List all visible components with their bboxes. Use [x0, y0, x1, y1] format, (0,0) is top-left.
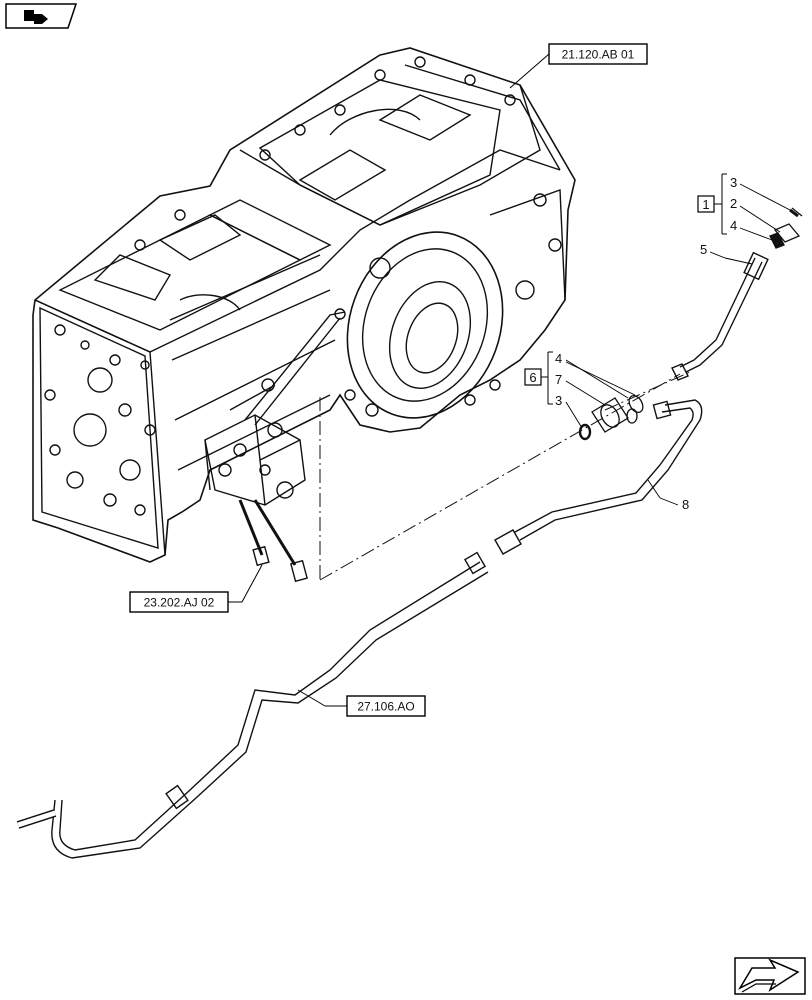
pipe-5 — [671, 251, 769, 381]
callout-6-item-b: 7 — [555, 372, 562, 387]
callout-5: 5 — [700, 242, 753, 265]
callout-kit-6: 6 4 7 3 — [524, 351, 636, 429]
callout-6-item-a: 4 — [555, 351, 562, 366]
ref-box-valve[interactable]: 23.202.AJ 02 — [129, 564, 263, 613]
callout-kit-1: 1 3 2 4 — [697, 173, 791, 241]
transmission-housing — [32, 47, 576, 563]
ref-box-pipe[interactable]: 27.106.AO — [297, 689, 426, 717]
callout-6-box: 6 — [529, 370, 536, 385]
callout-6-item-c: 3 — [555, 393, 562, 408]
pipe-8 — [494, 399, 703, 555]
svg-text:21.120.AB 01: 21.120.AB 01 — [562, 48, 635, 62]
callout-1-item-a: 3 — [730, 175, 737, 190]
pipe-27-106 — [16, 551, 489, 859]
book-arrow-icon[interactable] — [5, 3, 78, 29]
ref-box-housing[interactable]: 21.120.AB 01 — [509, 43, 648, 89]
svg-text:8: 8 — [682, 497, 689, 512]
svg-text:23.202.AJ 02: 23.202.AJ 02 — [144, 596, 215, 610]
next-page-arrow-icon[interactable] — [734, 957, 806, 995]
svg-text:27.106.AO: 27.106.AO — [357, 700, 414, 714]
assembly-guide-lines — [319, 371, 691, 581]
callout-1-item-b: 2 — [730, 196, 737, 211]
fitting-kit-6 — [578, 394, 644, 441]
callout-1-box: 1 — [702, 197, 709, 212]
callout-8: 8 — [647, 479, 689, 512]
svg-text:5: 5 — [700, 242, 707, 257]
callout-1-item-c: 4 — [730, 218, 737, 233]
valve-assembly — [204, 308, 346, 583]
fitting-kit-1 — [769, 207, 803, 249]
